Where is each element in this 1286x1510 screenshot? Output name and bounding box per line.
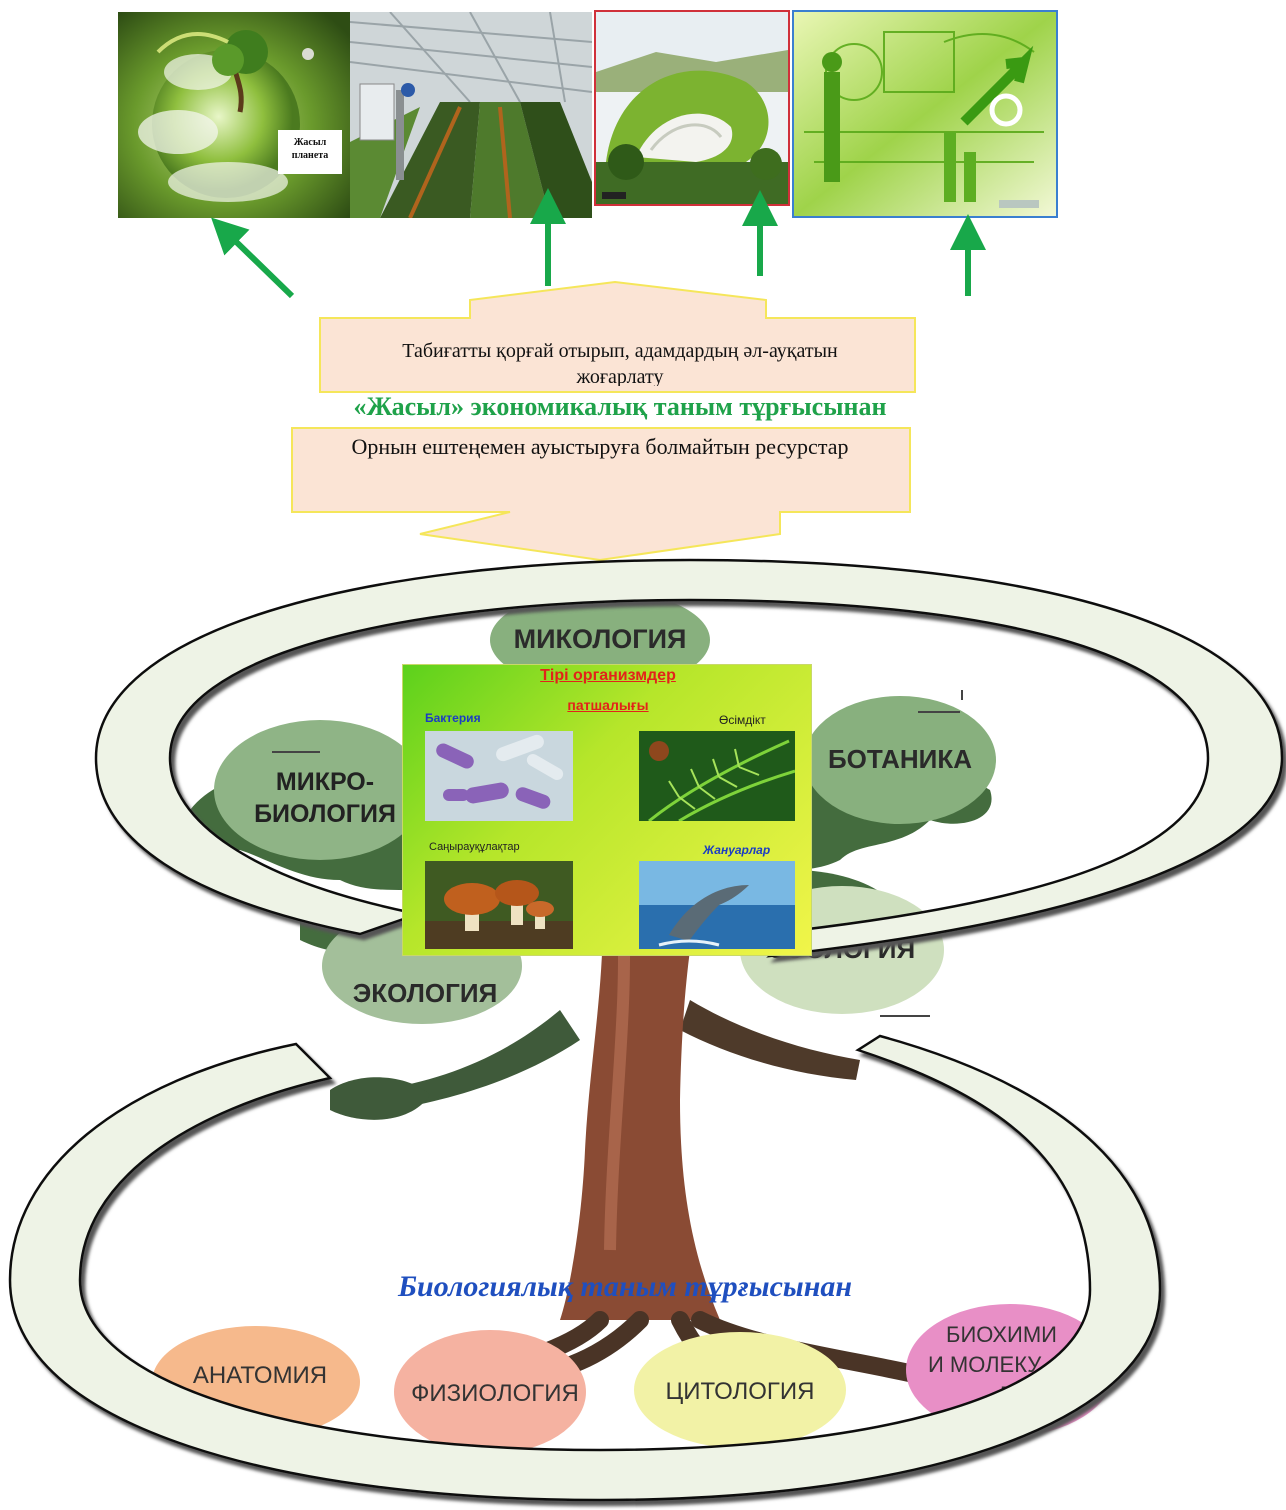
kingdoms-poster: Тірі организмдер патшалығы Бактерия Өсім… <box>402 664 812 956</box>
economic-heading: «Жасыл» экономикалық таным тұрғысынан <box>353 392 887 421</box>
branch-left <box>380 1010 580 1110</box>
foliage-lower-left <box>330 1077 430 1120</box>
top-box-text: Табиғатты қорғай отырып, адамдардың әл-а… <box>402 340 838 386</box>
label-botany: БОТАНИКА <box>827 744 973 774</box>
poster-title-1: Тірі организмдер <box>540 667 676 684</box>
bubble-physiology <box>394 1330 586 1454</box>
photo-green-planet: Жасыл планета <box>118 12 350 218</box>
poster-animals-label: Жануарлар <box>703 843 771 857</box>
block-arrows <box>291 280 916 562</box>
down-block-arrow <box>291 427 911 562</box>
bottom-box-text: Орнын ештеңемен ауыстыруға болмайтын рес… <box>351 434 849 459</box>
label-microbiology-2: БИОЛОГИЯ <box>254 800 396 828</box>
bubble-botany <box>804 696 996 824</box>
label-physiology: ФИЗИОЛОГИЯ <box>411 1380 579 1407</box>
bubble-cytology <box>634 1332 846 1448</box>
poster-plants-label: Өсімдікт <box>719 713 766 727</box>
bubble-microbiology <box>214 720 426 860</box>
up-block-arrow <box>319 280 916 393</box>
arrow-to-planet <box>211 217 295 299</box>
label-cytology: ЦИТОЛОГИЯ <box>665 1378 815 1405</box>
label-ecology: ЭКОЛОГИЯ <box>352 978 498 1008</box>
label-anatomy: АНАТОМИЯ <box>192 1362 328 1389</box>
branch-right <box>680 1000 860 1080</box>
label-biochem-2: И МОЛЕКУ <box>928 1352 1042 1377</box>
photo-green-economy <box>792 10 1058 218</box>
poster-fungi-label: Саңырауқұлақтар <box>429 841 520 853</box>
poster-bacteria-label: Бактерия <box>425 711 481 725</box>
photo-greenhouse <box>350 12 592 218</box>
poster-title-2: патшалығы <box>567 697 649 713</box>
photo-green-building <box>594 10 790 206</box>
fungi-image <box>425 861 573 949</box>
tree-trunk <box>560 870 720 1320</box>
plants-image <box>639 731 795 821</box>
upper-ring-arrow <box>94 558 1284 958</box>
animals-image <box>639 861 795 949</box>
lower-ring-arrow <box>8 1034 1162 1502</box>
green-arrows <box>211 188 986 299</box>
label-biochem-1: БИОХИМИ <box>946 1322 1057 1347</box>
label-mycology: МИКОЛОГИЯ <box>513 624 687 654</box>
bacteria-image <box>425 731 573 821</box>
planet-label: Жасыл планета <box>291 137 329 161</box>
biological-heading: Биологиялық таным тұрғысынан <box>397 1270 853 1303</box>
label-microbiology-1: МИКРО- <box>275 768 375 796</box>
